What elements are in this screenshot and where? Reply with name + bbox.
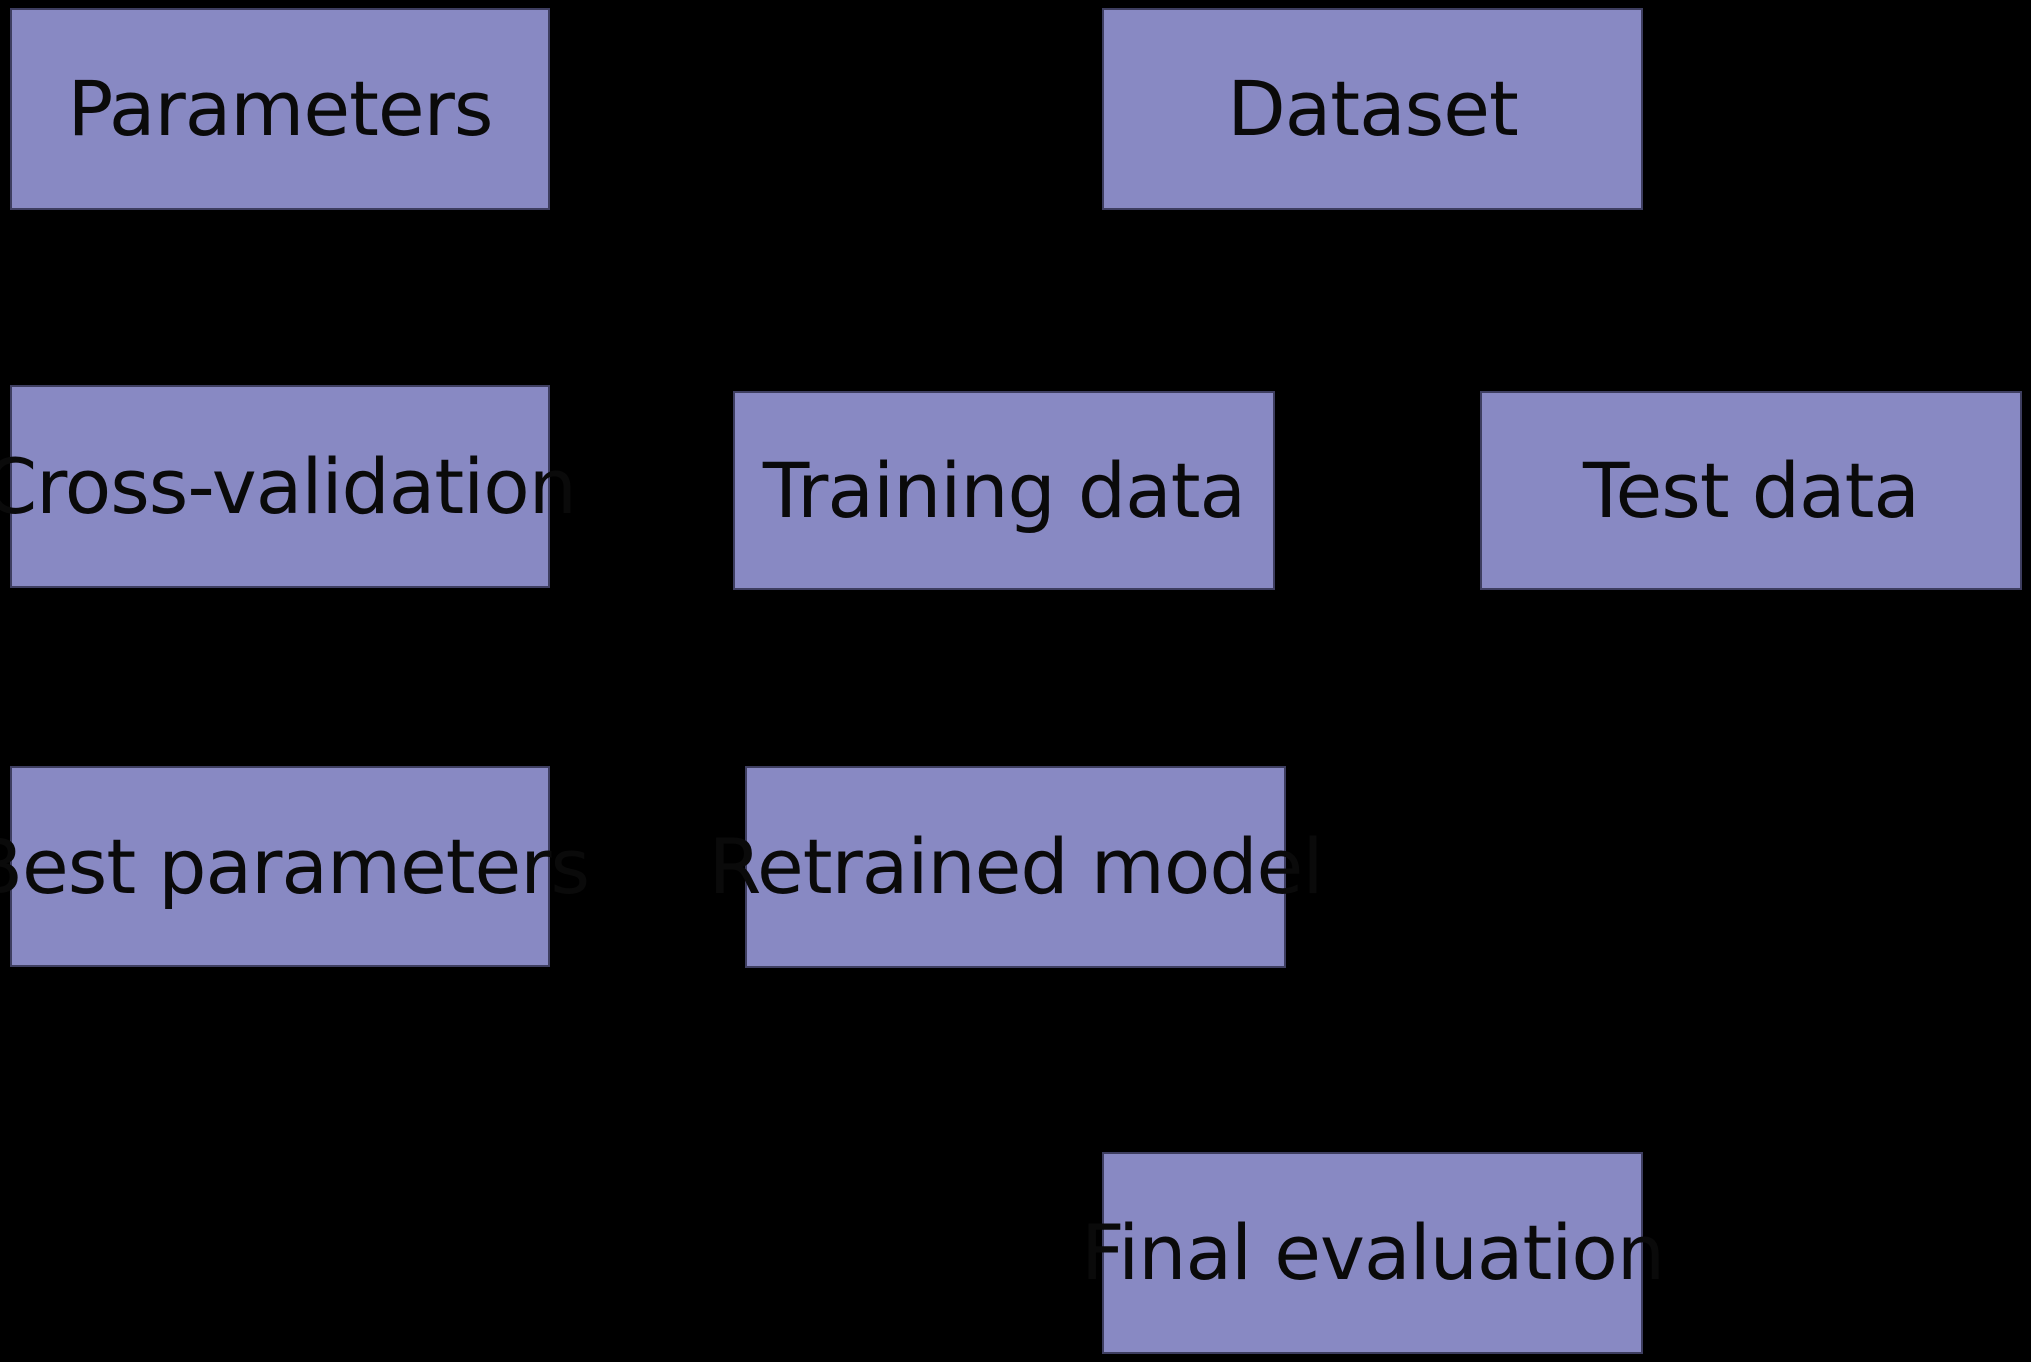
best-parameters-label: Best parameters <box>0 821 590 911</box>
parameters-label: Parameters <box>67 64 494 153</box>
test-data-label: Test data <box>1582 445 1920 535</box>
cross-validation-label: Cross-validation <box>0 441 577 531</box>
final-evaluation-label: Final evaluation <box>1080 1208 1665 1297</box>
best-parameters-box: Best parameters <box>0 766 590 967</box>
retrained-model-label: Retrained model <box>708 822 1324 911</box>
final-evaluation-box: Final evaluation <box>1081 1152 1665 1354</box>
test-data-box: Test data <box>1480 391 2022 590</box>
dataset-label: Dataset <box>1227 64 1519 153</box>
cross-validation-box: Cross-validation <box>0 385 577 588</box>
retrained-model-box: Retrained model <box>709 766 1323 968</box>
training-data-label: Training data <box>762 445 1246 535</box>
parameters-box: Parameters <box>10 8 550 210</box>
dataset-box: Dataset <box>1102 8 1643 210</box>
training-data-box: Training data <box>733 391 1275 590</box>
